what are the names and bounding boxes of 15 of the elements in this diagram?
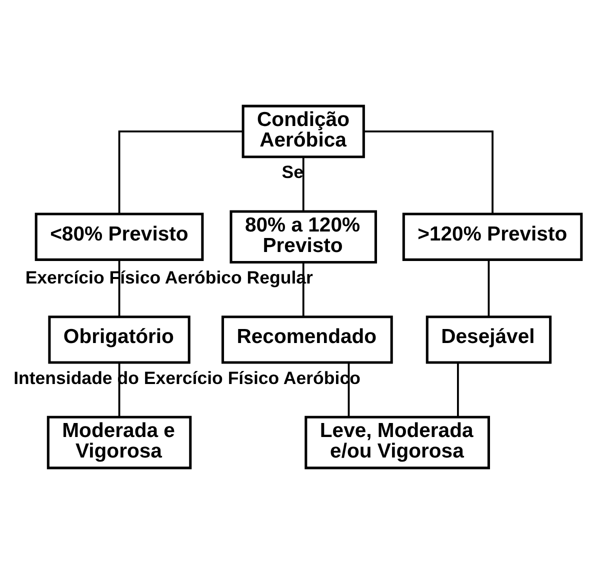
connector bbox=[364, 130, 494, 214]
node-box: Recomendado bbox=[221, 315, 393, 364]
node-box: Condição Aeróbica bbox=[242, 104, 365, 158]
node-box: Leve, Moderada e/ou Vigorosa bbox=[304, 415, 490, 469]
edge-label: Se bbox=[282, 162, 304, 182]
connector bbox=[118, 130, 243, 214]
connector bbox=[457, 362, 459, 417]
node-box: Obrigatório bbox=[48, 315, 190, 364]
node-box: <80% Previsto bbox=[34, 212, 204, 260]
node-box: 80% a 120% Previsto bbox=[230, 210, 377, 263]
node-box: Desejável bbox=[426, 315, 552, 364]
node-box: >120% Previsto bbox=[402, 212, 583, 260]
connector bbox=[302, 156, 304, 211]
node-box: Moderada e Vigorosa bbox=[46, 415, 192, 469]
connector bbox=[488, 260, 490, 316]
